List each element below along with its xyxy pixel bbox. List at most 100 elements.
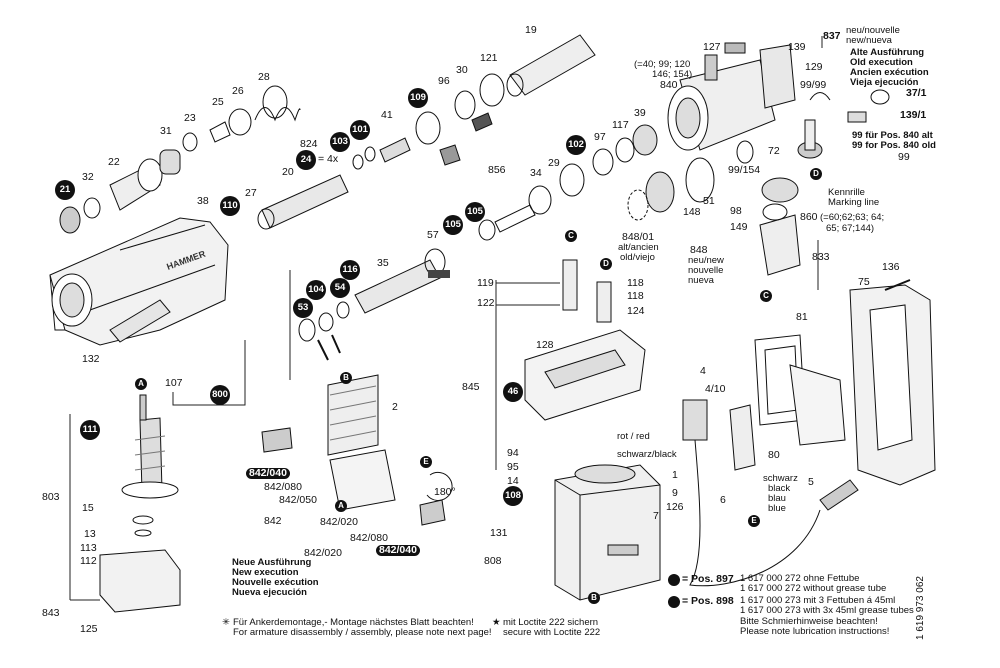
label-119: 119 [477,277,494,289]
label-124: 124 [627,305,645,317]
label-842-080b: 842/080 [350,532,388,544]
badge-24: 24 [296,150,316,170]
note-red: rot / red [617,431,650,442]
pos-898: = Pos. 898 [682,595,734,607]
note-840: (=40; 99; 120 [634,59,691,70]
label-128: 128 [536,339,554,351]
label-81: 81 [796,311,808,323]
label-149: 149 [730,221,748,233]
label-842-080a: 842/080 [264,481,302,493]
label-41: 41 [381,109,393,121]
label-842-020b: 842/020 [304,547,342,559]
label-31: 31 [160,125,172,137]
badge-105b: 105 [443,215,463,235]
note-99-2: 99 for Pos. 840 old [852,140,936,151]
wire-black-en: black [768,483,791,494]
label-107: 107 [165,377,183,389]
badge-800: 800 [210,385,230,405]
label-122: 122 [477,297,495,309]
label-121: 121 [480,52,498,64]
label-7: 7 [653,510,659,522]
footnote-loctite-1: mit Loctite 222 sichern [503,617,599,628]
pos-898-dot [668,596,680,608]
label-99: 99 [898,151,910,163]
wire-black-de: schwarz [763,473,798,484]
new-exec-2: New execution [232,567,299,578]
label-139: 139 [788,41,806,53]
label-842: 842 [264,515,282,527]
grease-line-2: 1 617 000 272 without grease tube [740,583,887,594]
armature-parts [99,394,181,613]
spindle-parts [257,34,596,230]
grease-line-1: 1 617 000 272 ohne Fettube [740,573,860,584]
label-824: 824 [300,138,318,150]
label-843: 843 [42,607,60,619]
label-118b: 118 [627,290,644,302]
wire-blue-en: blue [768,503,786,514]
badge-109: 109 [408,88,428,108]
label-80: 80 [768,449,780,461]
label-19: 19 [525,24,537,36]
old-exec-3: Ancien exécution [850,67,929,78]
label-125: 125 [80,623,98,635]
new-exec-1: Neue Ausführung [232,557,312,568]
connector-a-mid: A [335,500,347,512]
note-837-2: new/nueva [846,35,892,46]
brush-holder-842 [261,427,453,526]
label-803: 803 [42,491,60,503]
connector-d-mid: D [600,258,612,270]
badge-105a: 105 [465,202,485,222]
label-129: 129 [805,61,823,73]
label-97: 97 [594,131,606,143]
label-96: 96 [438,75,450,87]
label-842-050: 842/050 [279,494,317,506]
label-136: 136 [882,261,900,273]
label-95: 95 [507,461,519,473]
note-860: (=60;62;63; 64; [820,212,885,223]
badge-108: 108 [503,486,523,506]
label-99-99: 99/99 [800,79,827,91]
label-37-1: 37/1 [906,87,927,99]
label-131: 131 [490,527,508,539]
label-6: 6 [720,494,726,506]
label-28: 28 [258,71,270,83]
badge-116: 116 [340,260,360,280]
label-57: 57 [427,229,439,241]
label-22: 22 [108,156,120,168]
old-exec-2: Old execution [850,57,913,68]
label-112: 112 [80,555,97,567]
footnote-armature-2: For armature disassembly / assembly, ple… [233,627,492,638]
label-848: 848 [690,244,708,256]
note-840-2: 146; 154) [652,69,693,80]
note-848-01: alt/ancien [618,242,659,253]
connector-d-right: D [810,168,822,180]
middle-parts [298,124,658,361]
connector-e-left: E [420,456,432,468]
field-coil-2 [327,374,379,456]
label-127: 127 [703,41,721,53]
label-833: 833 [812,251,830,263]
connector-b-bottom: B [588,592,600,604]
grease-line-6: Please note lubrication instructions! [740,626,890,637]
label-32: 32 [82,171,94,183]
label-34: 34 [530,167,542,179]
label-808: 808 [484,555,502,567]
badge-104: 104 [306,280,326,300]
rear-handle-75 [849,279,936,486]
badge-46: 46 [503,382,523,402]
label-118a: 118 [627,277,644,289]
label-837: 837 [823,30,841,42]
label-75: 75 [858,276,870,288]
label-94: 94 [507,447,519,459]
note-848-3: nueva [688,275,714,286]
connector-c-right: C [760,290,772,302]
label-1: 1 [672,469,678,481]
marking-line: Marking line [828,197,880,208]
label-30: 30 [456,64,468,76]
label-14: 14 [507,475,519,487]
footnote-loctite-star: ★ [492,617,501,628]
label-4: 4 [700,365,706,377]
label-180deg: 180° [434,486,456,498]
